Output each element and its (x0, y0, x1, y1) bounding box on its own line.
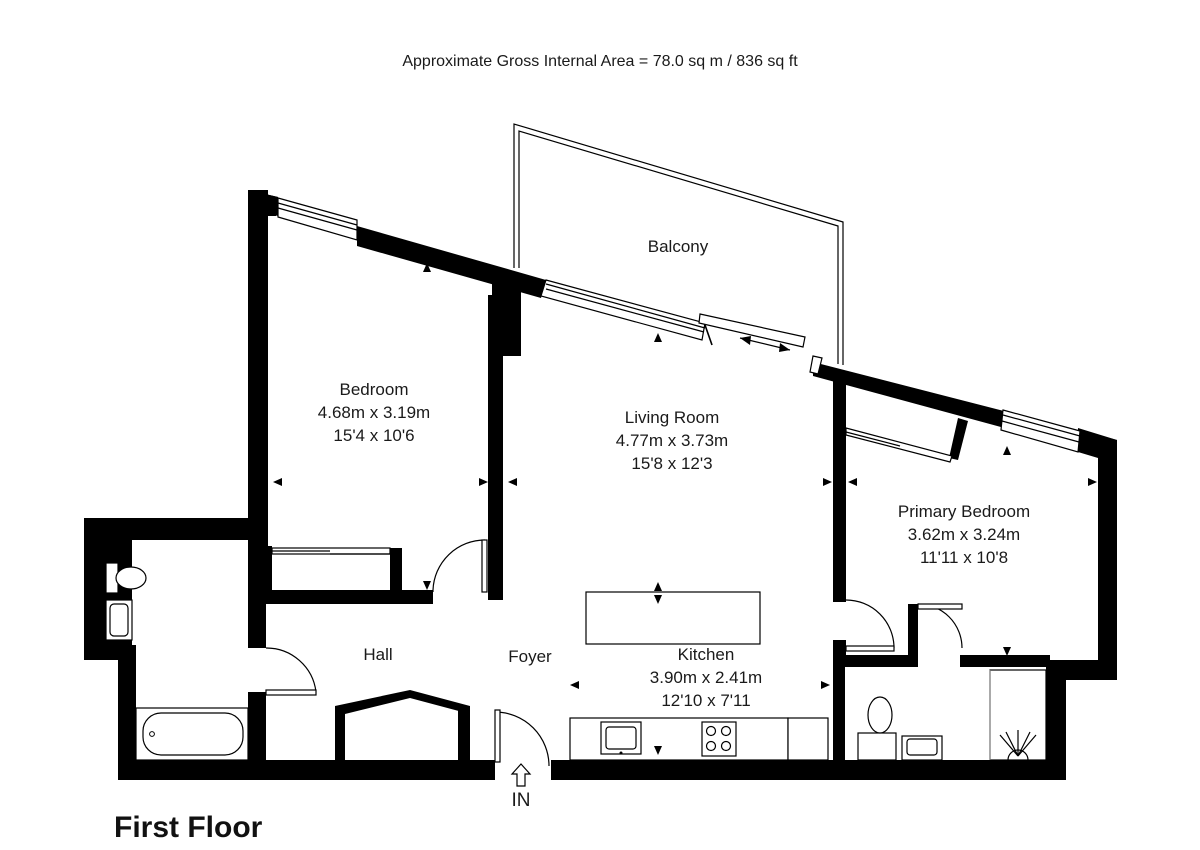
kitchen-imperial: 12'10 x 7'11 (661, 691, 750, 710)
bedroom-name: Bedroom (340, 380, 409, 399)
entrance-arrow-icon (510, 763, 532, 787)
floor-label: First Floor (114, 811, 263, 844)
balcony-name: Balcony (648, 237, 709, 256)
foyer-name: Foyer (508, 647, 552, 666)
walls (84, 190, 1117, 780)
living-room-name: Living Room (625, 408, 720, 427)
fittings (105, 427, 1047, 767)
living-room-imperial: 15'8 x 12'3 (631, 454, 712, 473)
gross-area-text: Approximate Gross Internal Area = 78.0 s… (402, 53, 798, 70)
kitchen-name: Kitchen (678, 645, 735, 664)
hall-name: Hall (363, 645, 392, 664)
primary-bedroom-name: Primary Bedroom (898, 502, 1030, 521)
windows (277, 197, 1081, 453)
living-room-metric: 4.77m x 3.73m (616, 431, 728, 450)
bedroom-imperial: 15'4 x 10'6 (333, 426, 414, 445)
balcony-outline (513, 123, 844, 365)
kitchen-metric: 3.90m x 2.41m (650, 668, 762, 687)
kitchen-island (585, 591, 761, 645)
shower-icon (999, 730, 1037, 761)
bedroom-metric: 4.68m x 3.19m (318, 403, 430, 422)
primary-bedroom-metric: 3.62m x 3.24m (908, 525, 1020, 544)
primary-bedroom-imperial: 11'11 x 10'8 (920, 548, 1008, 567)
entrance-label: IN (512, 790, 531, 811)
dimension-markers (273, 263, 1097, 755)
